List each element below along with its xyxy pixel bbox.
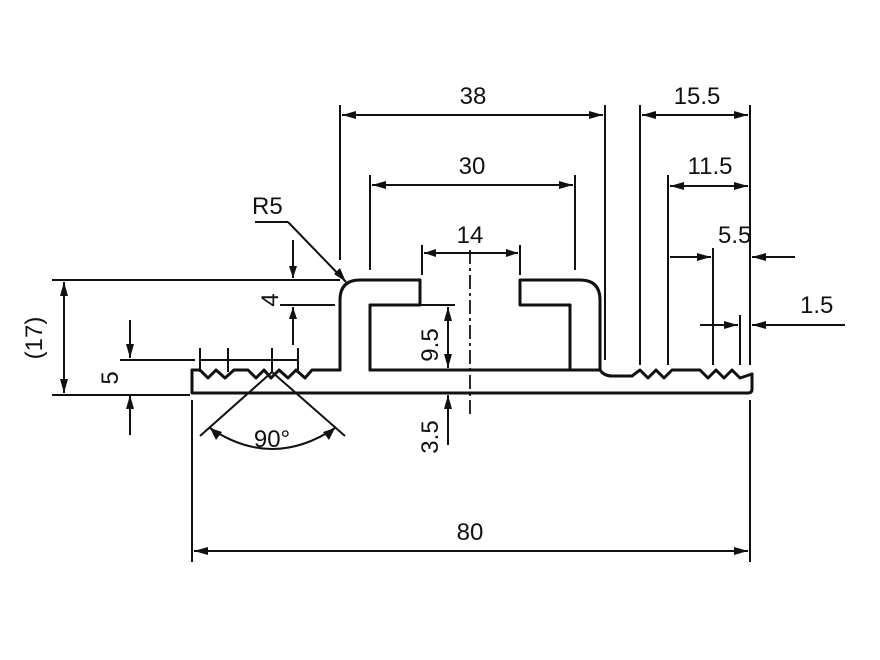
- dim-4: 4: [257, 240, 335, 345]
- radius-label: R5: [252, 193, 283, 220]
- dim-17-label: (17): [21, 317, 48, 360]
- dim-3-5: 3.5: [417, 395, 452, 454]
- dim-5-5: 5.5: [670, 222, 795, 365]
- right-serrated-top: [630, 368, 754, 380]
- dim-1-5: 1.5: [700, 292, 845, 365]
- dim-4-label: 4: [257, 293, 284, 306]
- channel-inner-walls: [368, 303, 572, 372]
- dim-15-5-label: 15.5: [674, 83, 721, 110]
- dim-11-5-label: 11.5: [688, 153, 733, 180]
- dim-1-5-label: 1.5: [800, 292, 833, 319]
- radius-callout: R5: [252, 193, 347, 283]
- dim-30: 30: [369, 153, 576, 270]
- base-bottom-edge: [190, 368, 754, 395]
- dim-17: (17): [21, 279, 340, 396]
- dim-30-label: 30: [459, 153, 486, 180]
- left-hook-outer: [338, 278, 422, 372]
- angle-90: 90°: [199, 371, 346, 453]
- dim-38: 38: [339, 83, 606, 360]
- dim-80: 80: [191, 400, 751, 562]
- dim-5: 5: [97, 320, 195, 435]
- angle-90-label: 90°: [254, 426, 290, 453]
- profile-outline: [190, 278, 754, 395]
- dim-3-5-label: 3.5: [417, 420, 444, 453]
- dim-14: 14: [421, 222, 521, 275]
- dim-11-5: 11.5: [667, 153, 748, 365]
- dim-80-label: 80: [457, 519, 484, 546]
- dim-9-5-label: 9.5: [417, 328, 444, 361]
- right-hook-outer: [518, 278, 602, 372]
- dim-9-5: 9.5: [417, 304, 455, 368]
- dim-14-label: 14: [457, 222, 484, 249]
- dim-38-label: 38: [460, 83, 487, 110]
- left-groove-marks: [199, 348, 299, 372]
- left-serrated-top: [190, 368, 342, 380]
- right-outer-wall: [598, 368, 634, 378]
- dim-5-label: 5: [97, 371, 124, 384]
- dim-15-5: 15.5: [639, 83, 751, 365]
- dim-5-5-label: 5.5: [718, 222, 751, 249]
